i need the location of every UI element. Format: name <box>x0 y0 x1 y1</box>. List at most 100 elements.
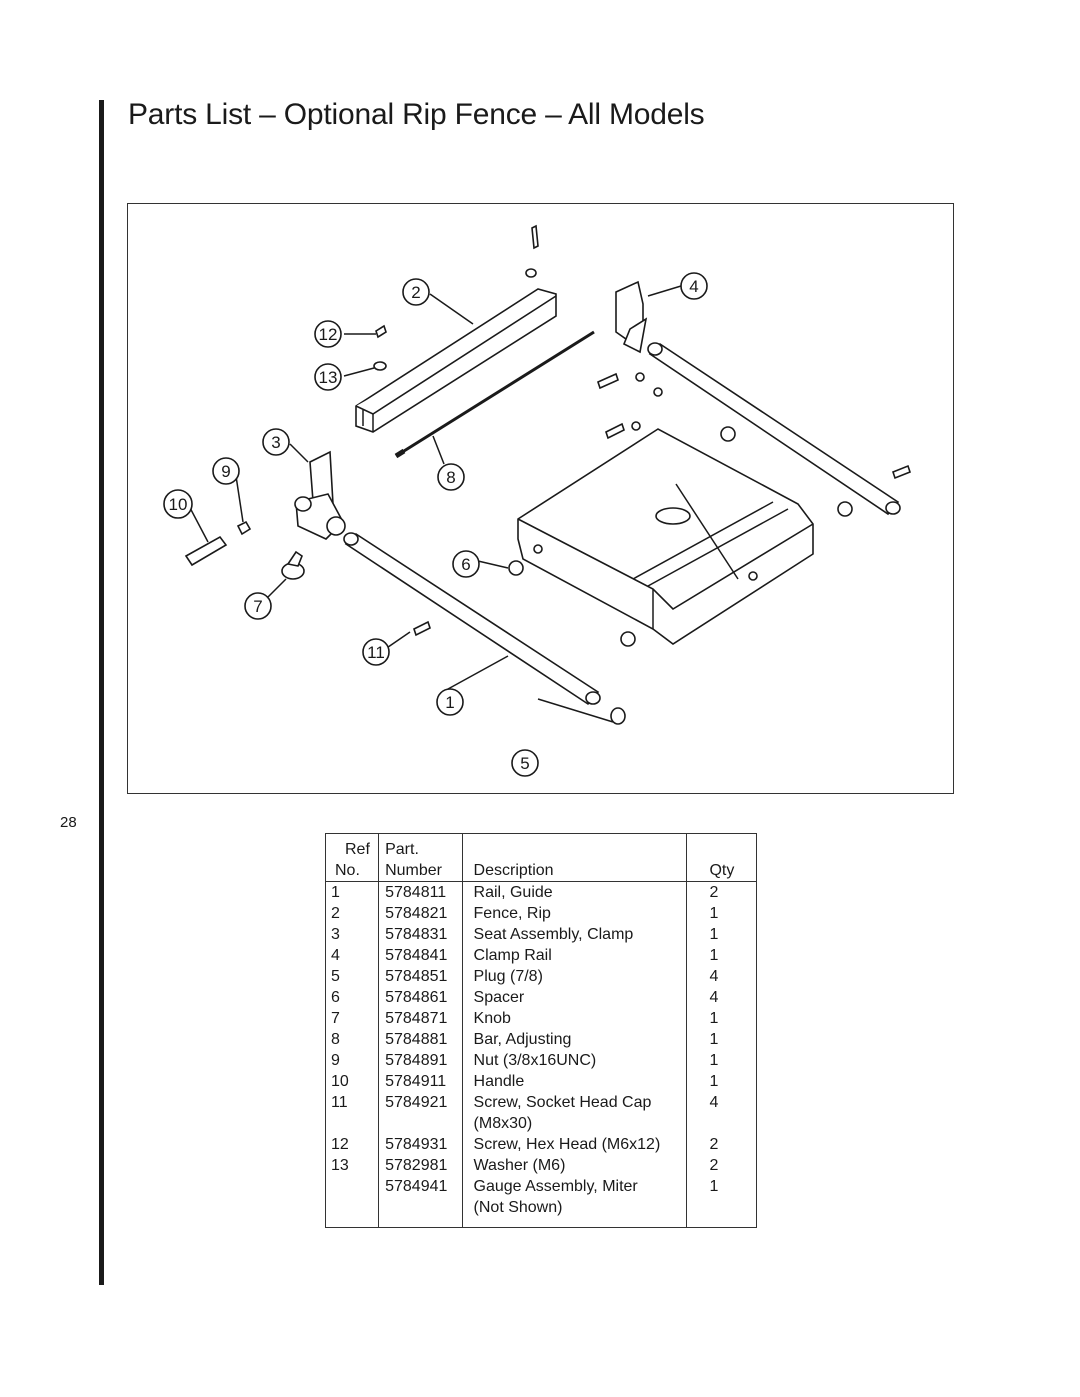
description-cell: Handle <box>462 1071 688 1092</box>
table-row: (Not Shown) <box>325 1197 757 1227</box>
qty-cell: 2 <box>709 1157 719 1174</box>
ref-cell <box>325 1197 380 1227</box>
callout-6: 6 <box>452 550 480 578</box>
callout-circles: 2 12 13 3 9 10 7 11 1 5 6 8 4 <box>163 272 708 777</box>
part-number-cell: 5784841 <box>378 945 463 966</box>
description-cell: Rail, Guide <box>462 881 688 903</box>
part-number-cell: 5784921 <box>378 1092 463 1113</box>
table-row: (M8x30) <box>325 1113 757 1134</box>
ref-cell: 7 <box>325 1008 380 1029</box>
description-cell: (M8x30) <box>462 1113 688 1134</box>
callout-12: 12 <box>314 320 342 348</box>
ref-cell: 6 <box>325 987 380 1008</box>
side-margin-rule <box>99 100 104 1285</box>
callout-3: 3 <box>262 428 290 456</box>
part-number-cell <box>378 1197 463 1227</box>
svg-text:10: 10 <box>169 495 188 514</box>
description-cell: Knob <box>462 1008 688 1029</box>
part-number-cell: 5784861 <box>378 987 463 1008</box>
description-cell: Gauge Assembly, Miter <box>462 1176 688 1197</box>
table-header-row-2: No. Number Description Qty <box>325 860 757 882</box>
header-blank-desc <box>462 834 688 860</box>
diagram-drawing: 2 12 13 3 9 10 7 11 1 5 6 8 4 <box>163 224 911 777</box>
header-ref: Ref <box>325 834 380 860</box>
callout-9: 9 <box>212 457 240 485</box>
handle-part <box>184 535 228 567</box>
exploded-parts-diagram: 2 12 13 3 9 10 7 11 1 5 6 8 4 <box>127 203 954 794</box>
callout-5: 5 <box>511 749 539 777</box>
rear-guide-rail-part <box>647 342 901 516</box>
description-cell: Washer (M6) <box>462 1155 688 1176</box>
qty-cell: 4 <box>709 1094 719 1111</box>
qty-cell: 2 <box>709 1136 719 1153</box>
ref-cell <box>325 1113 380 1134</box>
callout-1: 1 <box>436 688 464 716</box>
qty-cell: 1 <box>709 1031 719 1048</box>
ref-cell: 13 <box>325 1155 380 1176</box>
description-cell: Clamp Rail <box>462 945 688 966</box>
description-cell: Bar, Adjusting <box>462 1029 688 1050</box>
ref-cell: 1 <box>325 881 380 903</box>
svg-text:9: 9 <box>221 462 230 481</box>
qty-cell: 4 <box>709 968 719 985</box>
qty-cell <box>687 1113 757 1134</box>
part-number-cell: 5784891 <box>378 1050 463 1071</box>
qty-cell: 1 <box>709 1073 719 1090</box>
ref-cell <box>325 1176 380 1197</box>
header-qty: Qty <box>686 860 757 882</box>
page-number: 28 <box>60 814 77 831</box>
callout-11: 11 <box>362 638 390 666</box>
clamp-seat-part <box>294 450 346 540</box>
callout-10: 10 <box>163 489 193 519</box>
part-number-cell <box>378 1113 463 1134</box>
qty-cell: 4 <box>709 989 719 1006</box>
description-cell: Screw, Socket Head Cap <box>462 1092 688 1113</box>
plug-part <box>610 707 626 725</box>
svg-text:7: 7 <box>253 597 262 616</box>
description-cell: Fence, Rip <box>462 903 688 924</box>
callout-8: 8 <box>437 463 465 491</box>
spacer-parts <box>508 426 853 647</box>
part-number-cell: 5784881 <box>378 1029 463 1050</box>
callout-2: 2 <box>402 278 430 306</box>
saw-table-top <box>517 428 814 645</box>
description-cell: Plug (7/8) <box>462 966 688 987</box>
ref-cell: 3 <box>325 924 380 945</box>
svg-text:6: 6 <box>461 555 470 574</box>
description-cell: Screw, Hex Head (M6x12) <box>462 1134 688 1155</box>
ref-cell: 11 <box>325 1092 380 1113</box>
part-number-cell: 5784831 <box>378 924 463 945</box>
callout-13: 13 <box>314 363 342 391</box>
part-number-cell: 5784941 <box>378 1176 463 1197</box>
qty-cell: 1 <box>709 926 719 943</box>
svg-text:2: 2 <box>411 283 420 302</box>
ref-cell: 10 <box>325 1071 380 1092</box>
svg-text:1: 1 <box>445 693 454 712</box>
callout-7: 7 <box>244 592 272 620</box>
header-part: Part. <box>378 834 463 860</box>
qty-cell: 1 <box>709 1010 719 1027</box>
header-description: Description <box>462 860 688 882</box>
qty-cell: 1 <box>709 1178 719 1195</box>
rip-fence-part <box>355 288 557 433</box>
svg-text:3: 3 <box>271 433 280 452</box>
table-header-row-1: Ref Part. <box>325 834 757 860</box>
qty-cell: 2 <box>709 884 719 901</box>
ref-cell: 8 <box>325 1029 380 1050</box>
description-cell: Nut (3/8x16UNC) <box>462 1050 688 1071</box>
front-guide-rail-part <box>343 532 601 706</box>
nut-part <box>236 520 252 536</box>
qty-cell: 1 <box>709 905 719 922</box>
